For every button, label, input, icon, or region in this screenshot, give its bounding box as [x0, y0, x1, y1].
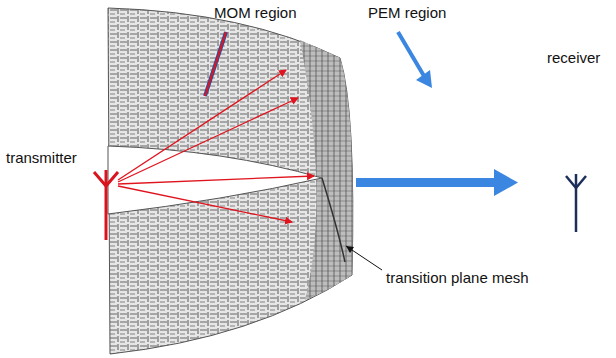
label: receiver: [547, 50, 600, 67]
propagation-arrow: [494, 169, 518, 196]
receiver-antenna: [566, 174, 586, 232]
pem-pointer: [416, 70, 432, 88]
inner-face: [300, 40, 353, 300]
leader-line: [346, 246, 354, 253]
opening: [108, 146, 322, 214]
label: transition plane mesh: [386, 270, 529, 287]
mom-mesh: [108, 8, 353, 354]
mom-pointer: [205, 32, 226, 96]
pem-pointer: [398, 32, 424, 76]
label: PEM region: [368, 5, 446, 22]
transition-plane: [322, 178, 345, 262]
label: MOM region: [214, 5, 297, 22]
transmitter-antenna: [94, 170, 118, 240]
leader-line: [346, 246, 382, 270]
propagation-arrow: [356, 178, 496, 187]
mom-pointer: [205, 32, 226, 96]
rays: [118, 70, 314, 222]
label: transmitter: [6, 150, 77, 167]
